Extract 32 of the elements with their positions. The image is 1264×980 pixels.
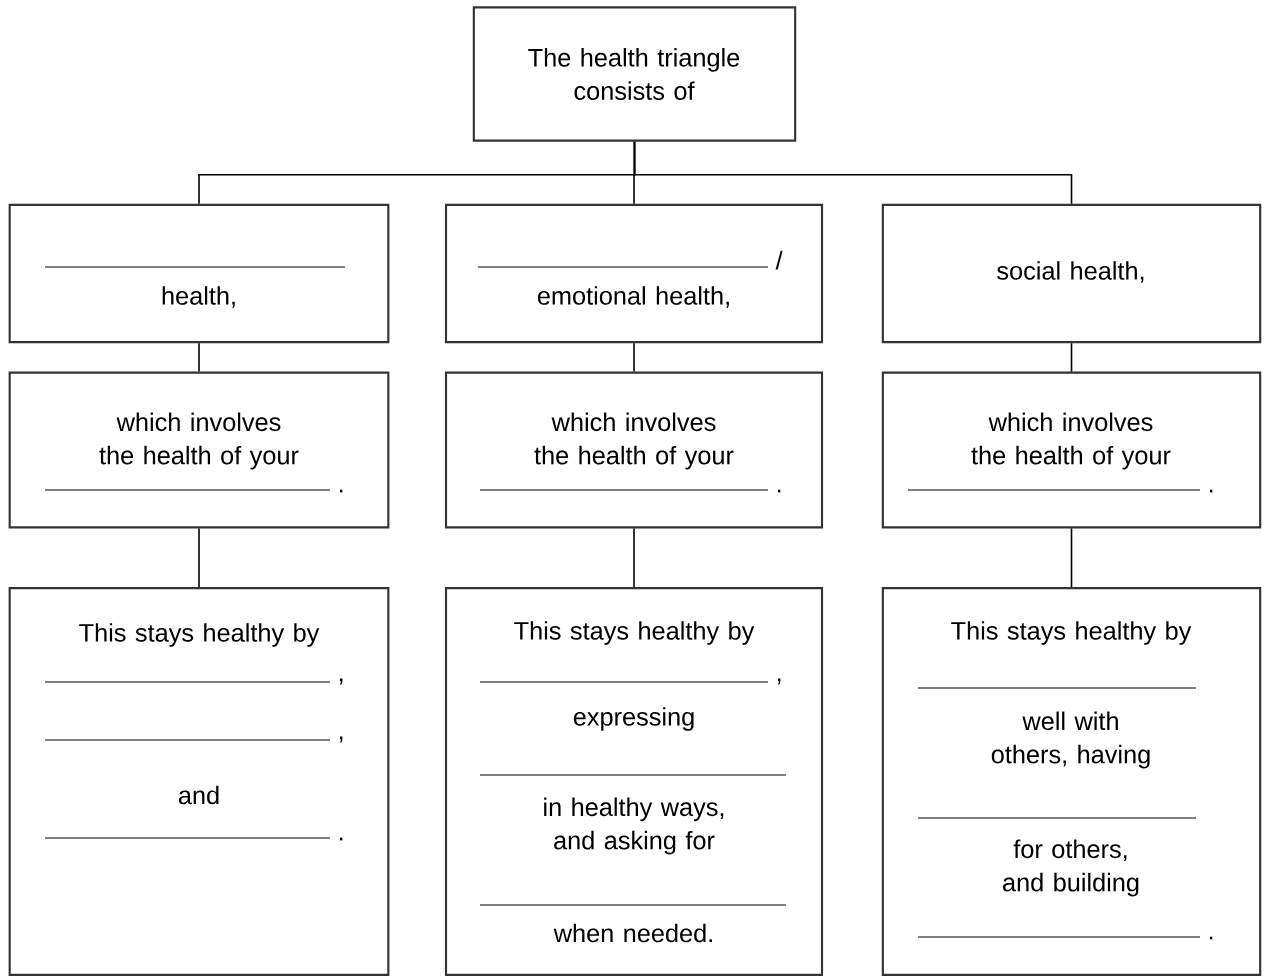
punctuation: . <box>1209 489 1213 493</box>
punctuation: . <box>1209 936 1213 940</box>
connector-line <box>198 527 200 588</box>
box-text: health, <box>162 286 235 308</box>
box-text: and <box>178 785 219 805</box>
box-text: emotional health, <box>537 286 729 308</box>
punctuation: . <box>777 489 781 493</box>
punctuation: , <box>339 736 343 743</box>
box-text: This stays healthy by <box>951 621 1192 645</box>
connector-line <box>633 527 635 588</box>
connector-line <box>198 342 200 373</box>
connector-line <box>1070 342 1073 373</box>
box-text: for others, and building <box>1003 839 1139 897</box>
box-text: which involves the health of your <box>534 412 734 470</box>
box-text: in healthy ways, and asking for <box>544 797 724 855</box>
box-text: when needed. <box>553 923 712 943</box>
punctuation: , <box>777 678 781 685</box>
punctuation: . <box>339 837 343 841</box>
connector-line <box>633 342 635 373</box>
punctuation: / <box>775 250 783 270</box>
box-text: well with others, having <box>991 711 1150 769</box>
punctuation: . <box>339 489 343 493</box>
box-text: The health triangle consists of <box>528 48 740 100</box>
box-text: This stays healthy by <box>514 621 755 645</box>
connector-line <box>1070 527 1073 588</box>
box-text: expressing <box>573 707 694 731</box>
punctuation: , <box>339 678 343 685</box>
box-text: which involves the health of your <box>99 412 299 470</box>
connector-line <box>633 140 1073 205</box>
box-text: This stays healthy by <box>79 623 320 647</box>
box-text: which involves the health of your <box>971 412 1171 470</box>
box-text: social health, <box>997 261 1144 283</box>
